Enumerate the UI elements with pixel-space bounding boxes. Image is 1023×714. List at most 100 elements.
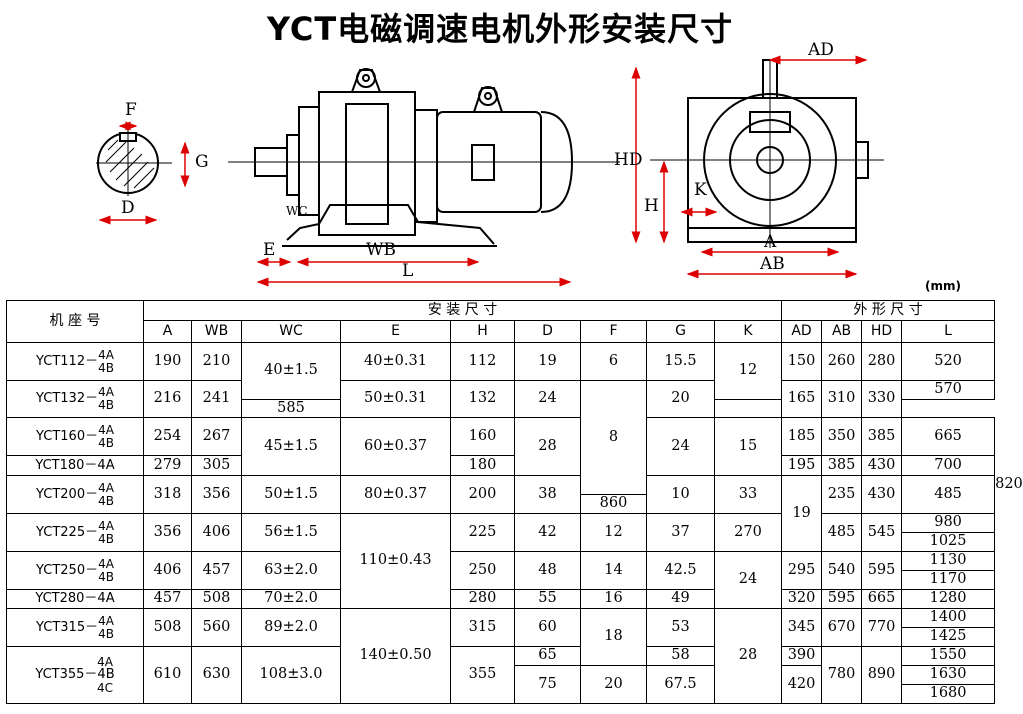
header-model: 机 座 号 — [6, 300, 144, 343]
table-row: 1025 — [7, 532, 996, 552]
cell: 80±0.37 — [340, 475, 451, 514]
cell: 58 — [646, 646, 715, 666]
cell: 355 — [450, 646, 515, 704]
cell: 356 — [143, 513, 192, 552]
dim-label-ab: AB — [760, 254, 785, 274]
cell: 345 — [781, 608, 823, 647]
model-name: YCT180－4A — [6, 455, 144, 476]
table-row: 1170 — [7, 570, 996, 590]
cell: 10 — [646, 475, 715, 514]
cell: 280 — [861, 342, 903, 381]
cell: 55 — [514, 589, 581, 609]
cell: 1680 — [901, 684, 996, 704]
table-row: 75 20 67.5 420 1630 — [7, 665, 996, 704]
clutch-housing — [318, 91, 416, 236]
col-f: F — [580, 320, 647, 343]
page-title: YCT电磁调速电机外形安装尺寸 — [266, 10, 734, 48]
dim-label-g: G — [195, 152, 209, 172]
cell: 1550 — [901, 646, 996, 666]
cell: 540 — [821, 551, 863, 590]
cell: 585 — [241, 399, 341, 418]
cell: 665 — [861, 589, 903, 609]
cell: 75 — [514, 665, 581, 704]
cell: 235 — [821, 475, 863, 514]
motor-outline-drawing — [96, 55, 884, 287]
cell: 180 — [450, 455, 515, 476]
cell: 595 — [821, 589, 863, 609]
cell: 318 — [143, 475, 192, 514]
cell: 595 — [861, 551, 903, 590]
cell: 60 — [514, 608, 581, 647]
cell: 24 — [646, 417, 715, 476]
cell: 216 — [143, 380, 192, 418]
cell: 315 — [450, 608, 515, 647]
cell: 1170 — [901, 570, 996, 590]
col-hd: HD — [861, 320, 903, 343]
cell: 53 — [646, 608, 715, 647]
cell: 267 — [191, 417, 242, 456]
cell: 63±2.0 — [241, 551, 341, 590]
dim-label-ad: AD — [808, 40, 834, 60]
model-name: YCT225－ — [36, 524, 99, 540]
model-variant: 4A — [98, 556, 114, 571]
header-outline: 外 形 尺 寸 — [781, 300, 996, 321]
cell: 254 — [143, 417, 192, 456]
dim-label-hd: HD — [614, 150, 643, 170]
cell: 45±1.5 — [241, 417, 341, 476]
cell: 485 — [901, 475, 996, 514]
col-a: A — [143, 320, 192, 343]
cell: 140±0.50 — [340, 608, 451, 704]
dim-label-k: K — [694, 180, 707, 200]
model-variant: 4B — [98, 435, 114, 450]
model-variant: 4B — [98, 360, 114, 375]
cell: 890 — [861, 646, 903, 704]
col-ab: AB — [821, 320, 863, 343]
cell: 20 — [646, 380, 715, 418]
cell: 24 — [713, 551, 783, 609]
cell: 1280 — [901, 589, 996, 609]
model-name: YCT315－ — [36, 619, 99, 635]
cell: 15 — [713, 417, 783, 476]
model-name: YCT160－ — [36, 428, 99, 444]
unit-label: (mm) — [925, 279, 961, 293]
cell: 270 — [713, 513, 783, 552]
cell: 420 — [781, 665, 823, 704]
model-variant: 4A — [98, 480, 114, 495]
col-l: L — [901, 320, 996, 343]
cell: 108±3.0 — [241, 646, 341, 704]
dim-label-e: E — [263, 240, 276, 260]
model-variant: 4A — [98, 385, 114, 400]
cell: 385 — [861, 417, 903, 456]
cell: 48 — [514, 551, 581, 590]
model-variant: 4A — [98, 613, 114, 628]
cell: 385 — [821, 455, 863, 476]
model-name: YCT132－ — [36, 391, 99, 407]
model-variant: 4B — [98, 569, 114, 584]
front-view — [687, 97, 857, 229]
cell: 406 — [143, 551, 192, 590]
cell: 260 — [821, 342, 863, 381]
dim-label-h: H — [644, 196, 659, 216]
cell: 65 — [514, 646, 581, 666]
cell: 6 — [580, 342, 647, 381]
cell: 210 — [191, 342, 242, 381]
cell: 50±0.31 — [340, 380, 451, 418]
cell: 350 — [821, 417, 863, 456]
dim-label-a: A — [764, 232, 777, 252]
col-d: D — [514, 320, 581, 343]
cell: 18 — [580, 608, 647, 666]
cell: 190 — [143, 342, 192, 381]
cell: 28 — [514, 417, 581, 476]
model-variant: 4B — [98, 531, 114, 546]
dim-label-wc: WC — [286, 204, 308, 218]
cell: 508 — [143, 608, 192, 647]
cell: 390 — [781, 646, 823, 666]
cell: 700 — [901, 455, 996, 476]
col-e: E — [340, 320, 451, 343]
cell: 56±1.5 — [241, 513, 341, 552]
cell: 1425 — [901, 627, 996, 647]
cell: 860 — [580, 494, 647, 514]
